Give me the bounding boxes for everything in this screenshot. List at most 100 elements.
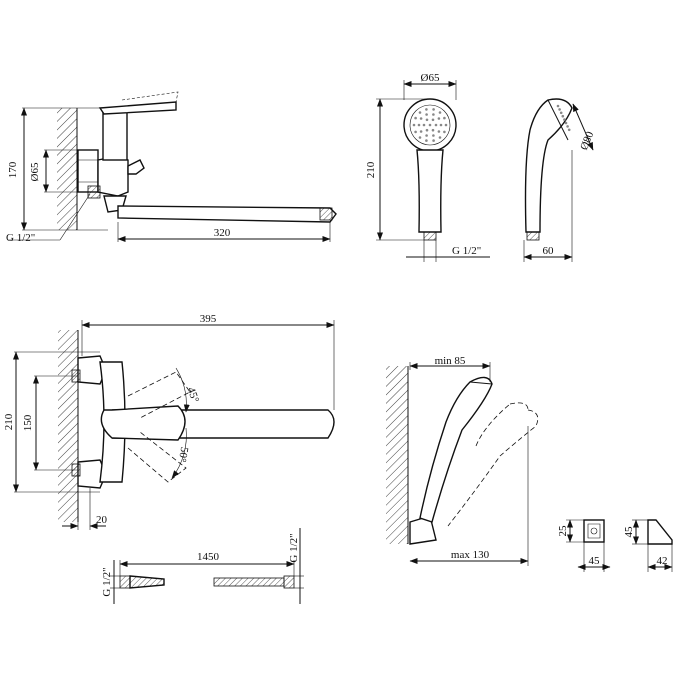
nozzle-dot (418, 111, 422, 114)
shower-handle-side (524, 98, 573, 233)
nozzle-dot (432, 108, 435, 111)
outlet-nut (87, 185, 101, 199)
spout-collar (111, 405, 186, 441)
mixer-top-view: 45° 50° 395 210 150 20 (3, 313, 335, 530)
dim-150-label: 150 (22, 414, 34, 431)
nozzle-dot (438, 136, 442, 139)
nozzle-dot (431, 118, 435, 122)
cartridge-housing (102, 111, 128, 161)
dim-head-d65-label: Ø65 (421, 72, 440, 84)
side-nozzle-dot (559, 111, 563, 115)
diverter-knob (127, 159, 145, 175)
nozzle-dot (419, 117, 423, 120)
nozzle-dot (443, 130, 446, 134)
dim-42-label: 42 (657, 555, 668, 567)
nozzle-dot (432, 134, 435, 137)
wall-hatch (57, 108, 77, 230)
nozzle-pattern (412, 108, 448, 142)
nozzle-dot (425, 139, 428, 142)
dim-25-label: 25 (557, 525, 569, 537)
nozzle-dot (412, 123, 416, 127)
mixer-side-view: 170 Ø65 G 1/2" 320 (6, 91, 337, 244)
side-nozzle-dot (566, 125, 569, 128)
handle-thread (423, 231, 437, 241)
nozzle-dot (438, 111, 442, 114)
dim-60-label: 60 (543, 245, 555, 257)
angle-50-label: 50° (176, 446, 190, 463)
nozzle-dot (425, 113, 428, 116)
wall-hatch-holder (386, 366, 408, 544)
holder-mount-view: min 85 max 130 (386, 355, 539, 566)
bracket-front (583, 519, 605, 543)
side-nozzle-dot (561, 114, 565, 118)
dim-210-hs-label: 210 (365, 161, 377, 178)
swivel-down (127, 431, 187, 483)
side-nozzles (556, 104, 571, 132)
nozzle-dot (425, 128, 429, 132)
side-nozzle-dot (564, 121, 568, 125)
dim-20-label: 20 (96, 514, 108, 526)
dim-d80-label: Ø80 (578, 129, 596, 152)
dim-hs-thread-label: G 1/2" (452, 245, 481, 257)
nozzle-dot (425, 134, 428, 137)
hose-thread-right-label: G 1/2" (288, 533, 300, 562)
nozzle-dot (431, 128, 435, 132)
dim-45-w-label: 45 (589, 555, 601, 567)
wall-hatch-top (58, 330, 78, 522)
bracket-side-view: 45 42 (623, 519, 673, 572)
hose-cone (129, 575, 165, 589)
dim-320-label: 320 (214, 227, 231, 239)
nozzle-dot (417, 123, 421, 127)
dim-45-h-label: 45 (623, 526, 635, 538)
side-nozzle-dot (563, 118, 566, 121)
nozzle-dot (434, 123, 438, 127)
dim-395-label: 395 (200, 313, 217, 325)
dim-d65-label: Ø65 (29, 162, 41, 181)
hose-view: 1450 G 1/2" G 1/2" (101, 528, 304, 604)
side-thread-label: G 1/2" (6, 232, 35, 244)
nozzle-dot (425, 108, 428, 111)
shower-out-outline (447, 409, 539, 527)
angle-45-label: 45° (185, 386, 202, 405)
nozzle-dot (439, 123, 443, 127)
nozzle-dot (444, 123, 448, 127)
hose-nut-right (283, 575, 295, 589)
nozzle-dot (414, 130, 417, 134)
nozzle-dot (432, 139, 435, 142)
nozzle-dot (428, 123, 432, 127)
dim-min85-label: min 85 (435, 355, 466, 367)
hose-body (213, 577, 285, 587)
bracket-front-view: 25 45 (557, 519, 611, 572)
lever-handle (98, 101, 177, 115)
dim-1450-label: 1450 (197, 551, 220, 563)
nozzle-dot (425, 118, 429, 122)
side-thread (526, 231, 540, 241)
nozzle-dot (437, 117, 441, 120)
hose-nut-left (119, 575, 131, 589)
shower-handle-front (416, 149, 444, 233)
nozzle-dot (443, 116, 446, 120)
nozzle-dot (419, 130, 423, 133)
spout (117, 205, 337, 223)
bracket-side (647, 519, 673, 545)
nozzle-dot (418, 136, 422, 139)
shower-in-holder (419, 376, 493, 523)
lever-alt-position (121, 91, 179, 103)
mixer-body (97, 155, 129, 197)
side-nozzle-dot (567, 128, 571, 132)
handshower-side-view: Ø80 60 (523, 98, 597, 262)
aerator (319, 207, 333, 221)
nozzle-dot (432, 113, 435, 116)
hose-thread-left-label: G 1/2" (101, 567, 113, 596)
dim-max130-label: max 130 (451, 549, 490, 561)
nozzle-dot (422, 123, 426, 127)
side-nozzle-dot (558, 108, 561, 111)
nozzle-dot (414, 116, 417, 120)
side-nozzle-dot (556, 104, 560, 108)
dim-170-label: 170 (7, 161, 19, 178)
nozzle-dot (437, 130, 441, 133)
dim-210-top-label: 210 (3, 413, 15, 430)
handshower-front-view: Ø65 210 G 1/2" (365, 72, 490, 262)
dim-d80-line (572, 103, 594, 151)
